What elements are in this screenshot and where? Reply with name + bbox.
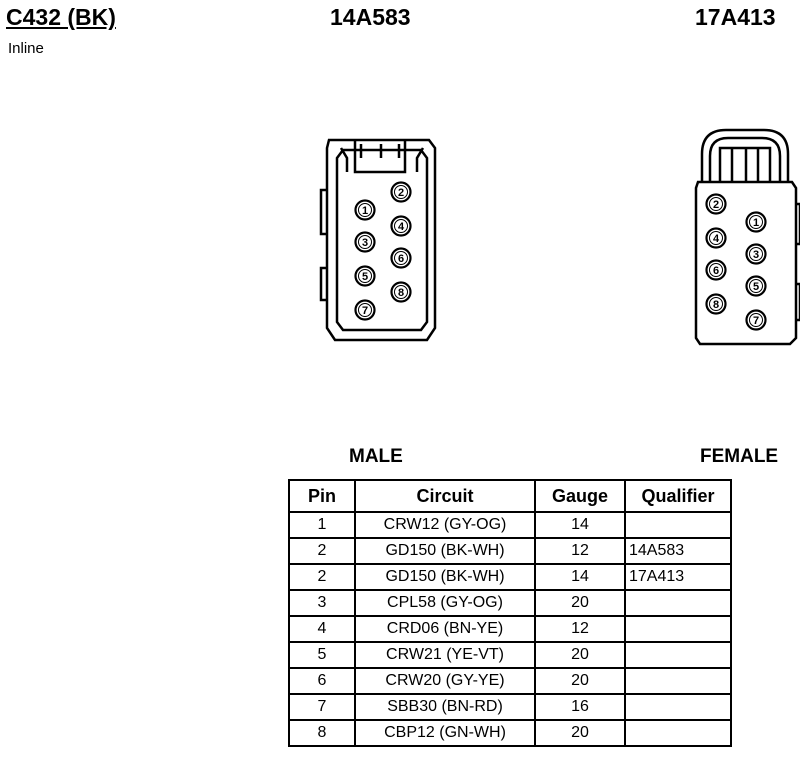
col-gauge: Gauge	[534, 479, 626, 513]
gauge-cell: 14	[534, 511, 626, 539]
qualifier-cell	[624, 719, 732, 747]
gauge-cell: 16	[534, 693, 626, 721]
pin-cell: 8	[288, 719, 356, 747]
pin-cell: 1	[288, 511, 356, 539]
female-pin-number: 3	[753, 249, 759, 261]
circuit-cell: SBB30 (BN-RD)	[354, 693, 536, 721]
female-pin-number: 4	[713, 233, 720, 245]
gauge-cell: 20	[534, 667, 626, 695]
pin-cell: 6	[288, 667, 356, 695]
male-connector-drawing: 1 2 3 4 5 6 7 8	[319, 138, 437, 342]
male-pin-7: 7	[354, 299, 376, 321]
gauge-cell: 12	[534, 615, 626, 643]
col-pin: Pin	[288, 479, 356, 513]
table-header-row: Pin Circuit Gauge Qualifier	[288, 479, 732, 513]
female-pin-number: 7	[753, 315, 759, 327]
connector-id: C432 (BK)	[6, 4, 116, 30]
circuit-cell: CRW21 (YE-VT)	[354, 641, 536, 669]
qualifier-cell	[624, 589, 732, 617]
qualifier-cell	[624, 693, 732, 721]
connector-type: Inline	[8, 40, 44, 57]
male-pin-number: 6	[398, 253, 404, 265]
female-part-number: 17A413	[695, 4, 776, 30]
male-pin-1: 1	[354, 199, 376, 221]
male-pin-5: 5	[354, 265, 376, 287]
qualifier-cell	[624, 511, 732, 539]
circuit-cell: GD150 (BK-WH)	[354, 537, 536, 565]
qualifier-cell: 14A583	[624, 537, 732, 565]
female-pin-number: 6	[713, 265, 719, 277]
gauge-cell: 14	[534, 563, 626, 591]
male-pin-3: 3	[354, 231, 376, 253]
male-pin-2: 2	[390, 181, 412, 203]
female-pin-markers: 1 2 3 4 5 6 7 8	[705, 193, 767, 331]
male-pin-number: 1	[362, 205, 368, 217]
qualifier-cell	[624, 667, 732, 695]
circuit-cell: CRW12 (GY-OG)	[354, 511, 536, 539]
female-pin-2: 2	[705, 193, 727, 215]
male-pin-8: 8	[390, 281, 412, 303]
male-pin-number: 7	[362, 305, 368, 317]
gauge-cell: 20	[534, 719, 626, 747]
female-pin-3: 3	[745, 243, 767, 265]
male-part-number: 14A583	[330, 4, 411, 30]
female-pin-6: 6	[705, 259, 727, 281]
female-pin-5: 5	[745, 275, 767, 297]
female-pin-number: 1	[753, 217, 759, 229]
circuit-cell: CRW20 (GY-YE)	[354, 667, 536, 695]
male-label: MALE	[349, 446, 403, 467]
qualifier-cell: 17A413	[624, 563, 732, 591]
male-pin-number: 8	[398, 287, 404, 299]
female-pin-8: 8	[705, 293, 727, 315]
male-pin-4: 4	[390, 215, 412, 237]
circuit-cell: CPL58 (GY-OG)	[354, 589, 536, 617]
col-qualifier: Qualifier	[624, 479, 732, 513]
female-pin-number: 2	[713, 199, 719, 211]
male-pin-markers: 1 2 3 4 5 6 7 8	[354, 181, 412, 321]
female-connector-drawing: 1 2 3 4 5 6 7 8	[694, 128, 800, 346]
female-pin-4: 4	[705, 227, 727, 249]
male-pin-number: 4	[398, 221, 405, 233]
male-pin-number: 2	[398, 187, 404, 199]
pin-cell: 4	[288, 615, 356, 643]
qualifier-cell	[624, 641, 732, 669]
male-pin-number: 5	[362, 271, 368, 283]
pin-cell: 2	[288, 563, 356, 591]
male-pin-6: 6	[390, 247, 412, 269]
circuit-cell: CBP12 (GN-WH)	[354, 719, 536, 747]
pin-cell: 3	[288, 589, 356, 617]
female-pin-number: 8	[713, 299, 719, 311]
female-pin-7: 7	[745, 309, 767, 331]
pin-cell: 5	[288, 641, 356, 669]
qualifier-cell	[624, 615, 732, 643]
circuit-cell: CRD06 (BN-YE)	[354, 615, 536, 643]
pin-cell: 2	[288, 537, 356, 565]
male-pin-number: 3	[362, 237, 368, 249]
pin-cell: 7	[288, 693, 356, 721]
female-pin-number: 5	[753, 281, 759, 293]
gauge-cell: 20	[534, 641, 626, 669]
circuit-cell: GD150 (BK-WH)	[354, 563, 536, 591]
gauge-cell: 12	[534, 537, 626, 565]
female-label: FEMALE	[700, 446, 779, 467]
female-pin-1: 1	[745, 211, 767, 233]
col-circuit: Circuit	[354, 479, 536, 513]
gauge-cell: 20	[534, 589, 626, 617]
